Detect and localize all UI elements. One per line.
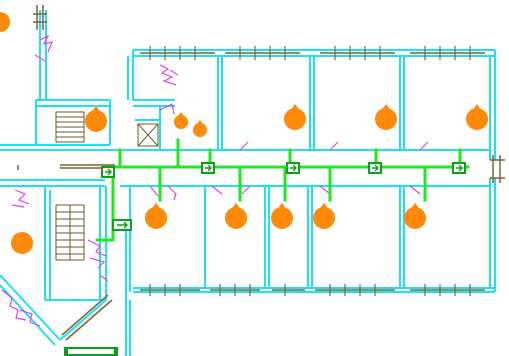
exit-sign-icon	[285, 161, 301, 175]
exit-sign-icon	[367, 161, 383, 175]
exit-sign-icon	[200, 161, 216, 175]
exit-sign-icon	[451, 161, 467, 175]
door-swings	[1, 34, 429, 327]
windows	[17, 5, 505, 341]
fire-marker-icon	[284, 104, 306, 130]
fire-marker-icon	[85, 106, 107, 132]
fire-marker-icon	[174, 112, 188, 129]
fire-marker-icon	[225, 203, 247, 229]
fire-marker-icon	[404, 203, 426, 229]
exit-sign-icon	[112, 219, 132, 231]
fire-markers	[0, 12, 488, 254]
fire-marker-icon	[313, 203, 335, 229]
fire-marker-icon	[271, 203, 293, 229]
exit-sign-icon	[100, 165, 116, 179]
fire-marker-icon	[145, 203, 167, 229]
fire-marker-icon	[375, 104, 397, 130]
fire-marker-icon	[0, 12, 10, 32]
fire-marker-icon	[193, 120, 207, 137]
fire-marker-icon	[466, 104, 488, 130]
stair-icon	[55, 111, 85, 261]
elevator-icon	[137, 123, 159, 147]
walls	[0, 10, 496, 356]
fire-marker-icon	[11, 232, 33, 254]
exit-signs	[64, 161, 467, 356]
